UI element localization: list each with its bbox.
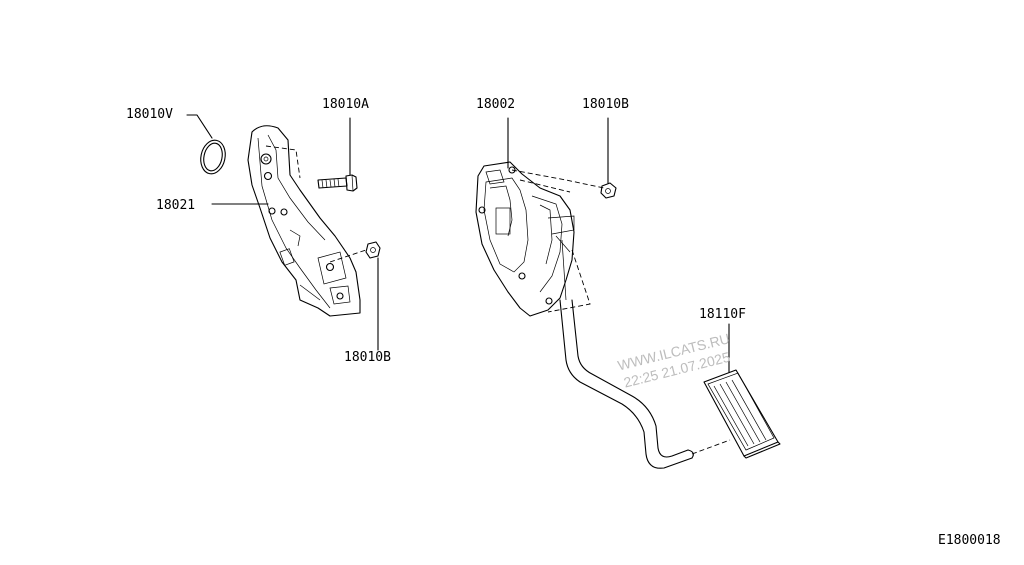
- dashed-guide-pad: [691, 439, 731, 455]
- label-nut-left: 18010B: [344, 350, 391, 365]
- dashed-guide-nut-right: [511, 169, 605, 193]
- figure-code: E1800018: [938, 533, 1001, 548]
- bolt: [317, 174, 358, 192]
- label-bolt: 18010A: [322, 97, 369, 112]
- label-pedal-pad: 18110F: [699, 307, 746, 322]
- label-nut-right: 18010B: [582, 97, 629, 112]
- pedal-pad: [703, 369, 781, 459]
- pedal-assembly: [475, 161, 575, 317]
- dashed-guide-bolt: [265, 145, 301, 179]
- nut-right: [600, 182, 617, 199]
- grommet-ring: [200, 139, 226, 175]
- dashed-guide-nut-left: [329, 249, 367, 263]
- dashed-guide-arm: [547, 249, 591, 313]
- pedal-bracket: [247, 125, 361, 317]
- nut-left: [365, 241, 381, 259]
- pedal-arm: [559, 299, 694, 469]
- label-bracket: 18021: [156, 198, 196, 213]
- label-pedal-assembly: 18002: [476, 97, 516, 112]
- label-grommet: 18010V: [126, 107, 173, 122]
- leader-grommet: [186, 114, 213, 139]
